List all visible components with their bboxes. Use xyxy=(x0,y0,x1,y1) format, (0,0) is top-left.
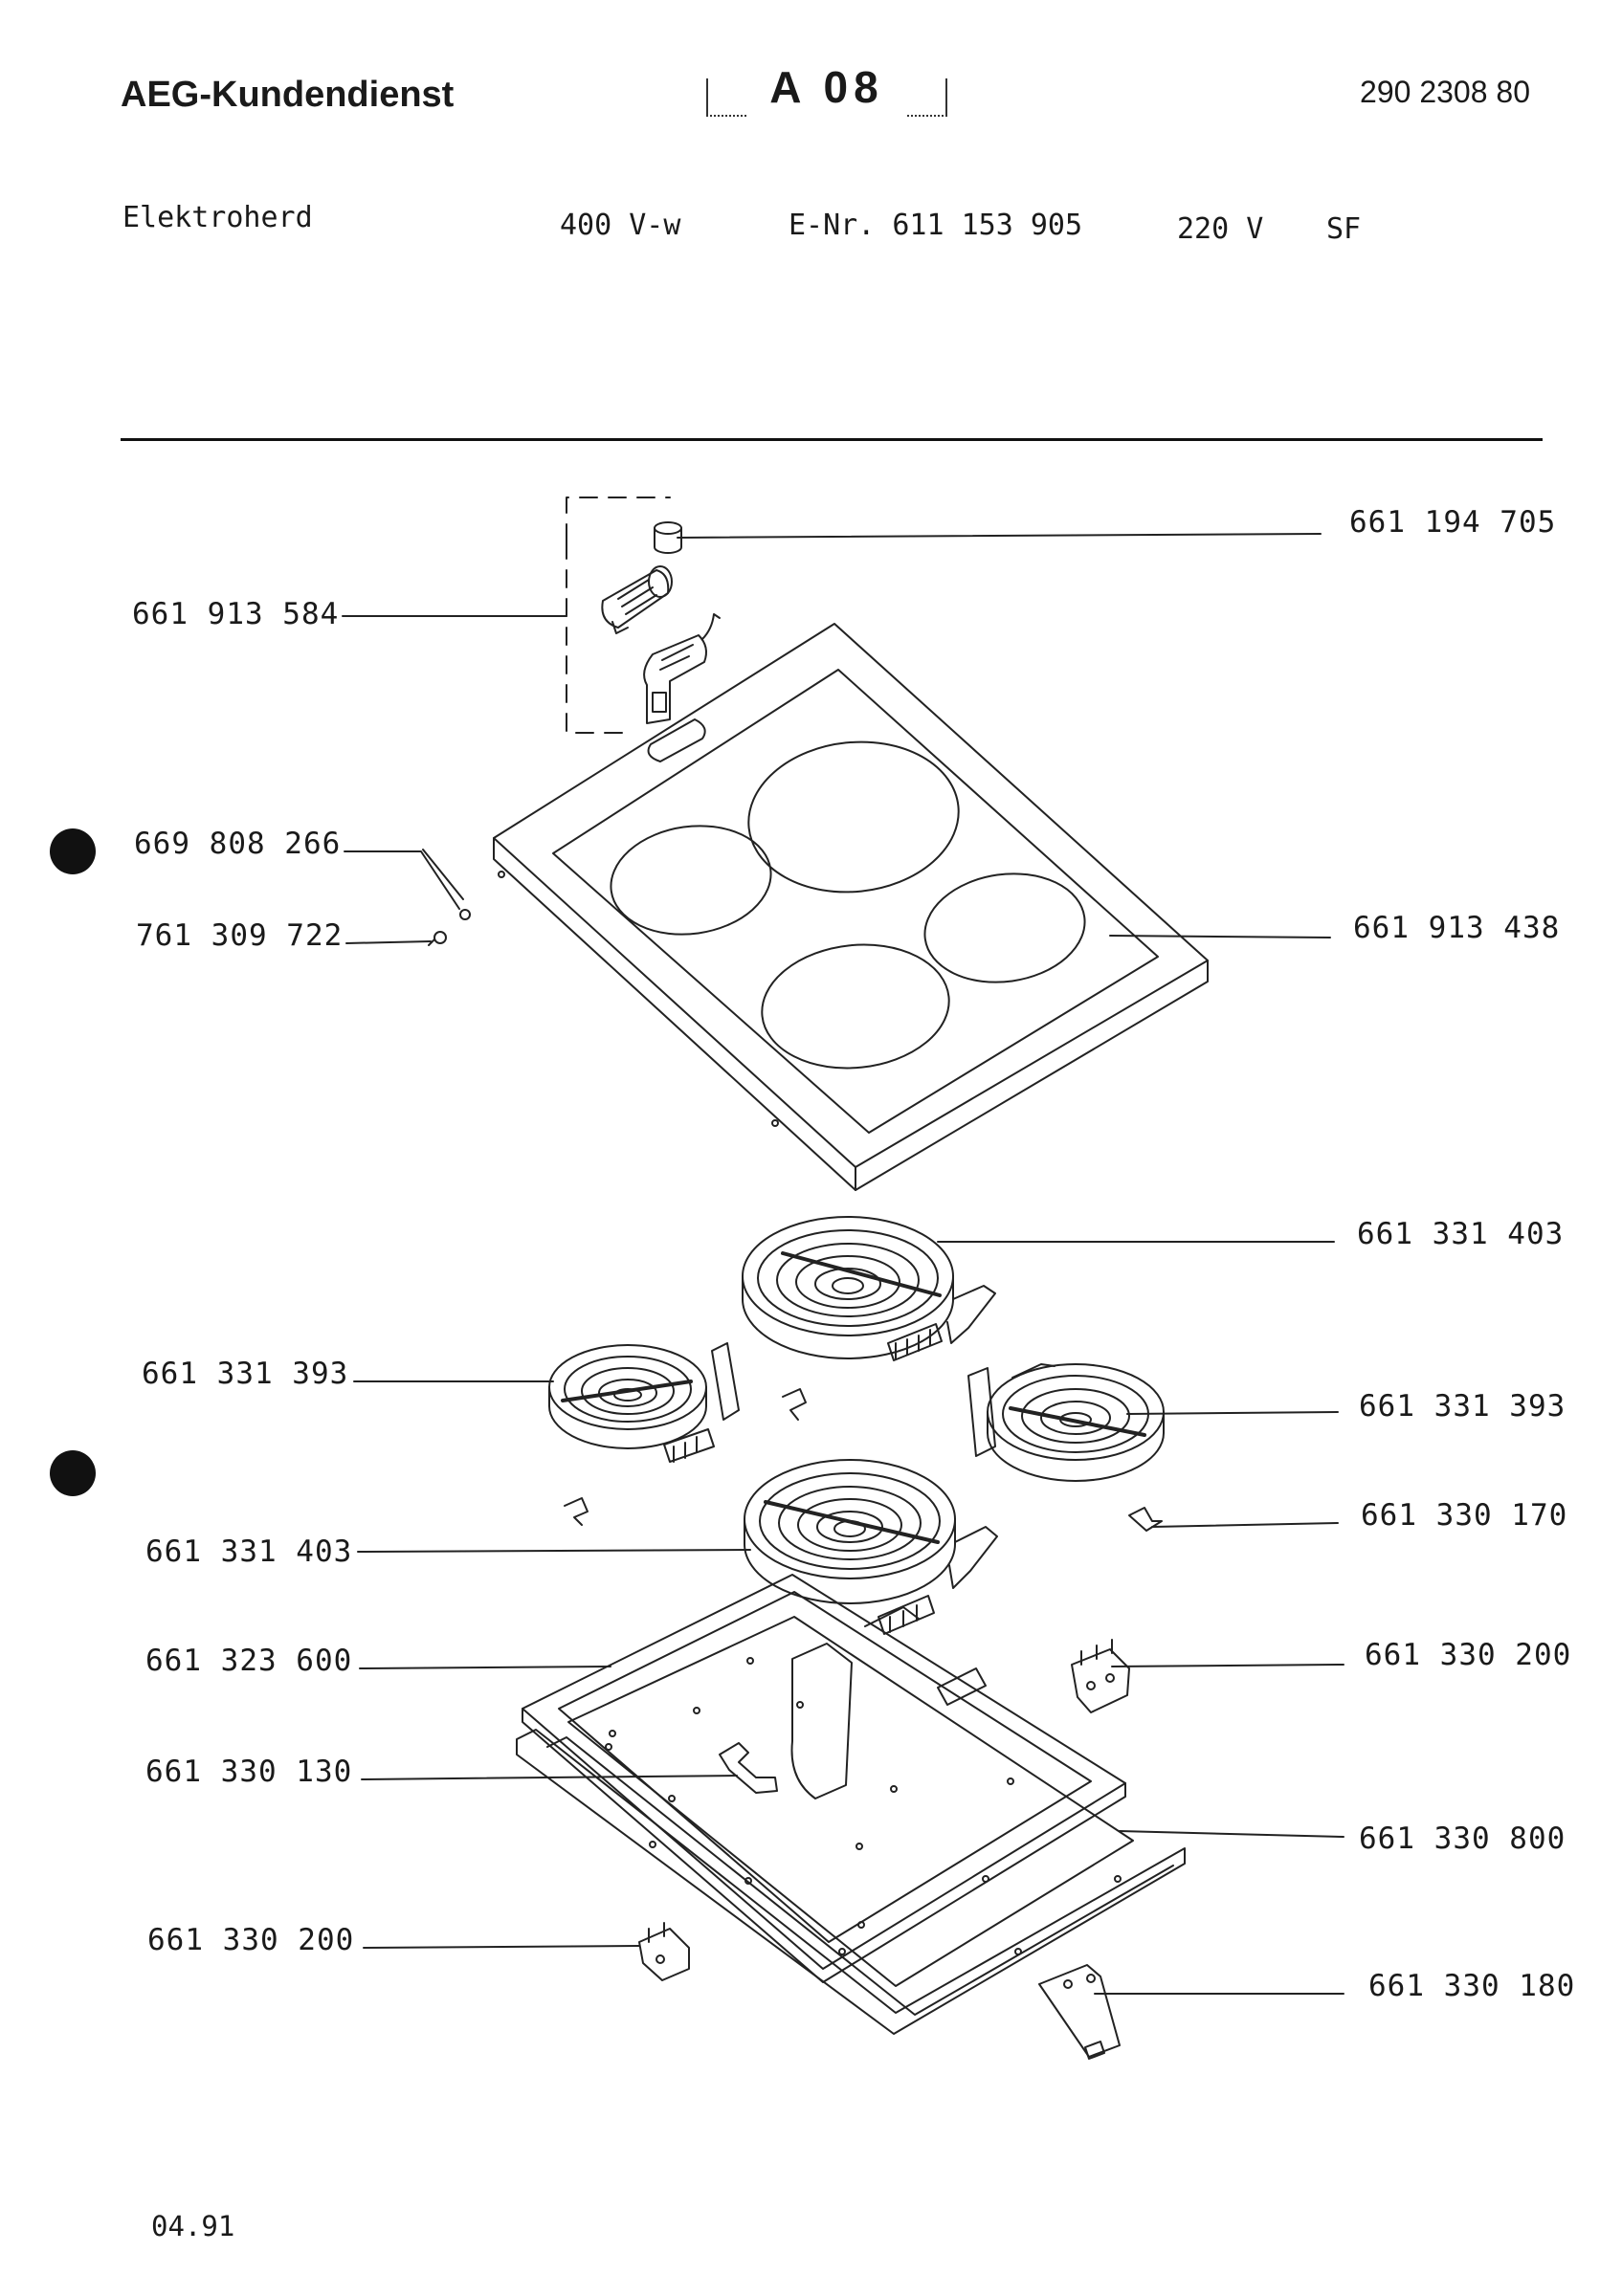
leader-lines xyxy=(342,533,1344,1995)
part-label-terminal-block-right: 661 330 200 xyxy=(1365,1638,1572,1672)
large-element-rear-part xyxy=(742,1216,996,1361)
part-label-clip: 661 330 170 xyxy=(1361,1498,1568,1533)
screw-part xyxy=(428,931,447,946)
holder-part xyxy=(1038,1964,1121,2060)
switch-body-part xyxy=(601,565,673,634)
large-element-front-part xyxy=(744,1459,998,1635)
variant-code: SF xyxy=(1326,212,1362,246)
part-label-screw: 761 309 722 xyxy=(136,918,344,953)
small-element-left-part xyxy=(548,1342,740,1463)
voltage-aux: 220 V xyxy=(1177,212,1264,246)
part-label-ceramic-top: 661 913 438 xyxy=(1353,911,1561,945)
small-element-right-part xyxy=(967,1363,1165,1482)
ceramic-top-part xyxy=(493,623,1209,1191)
part-label-small-element-right: 661 331 393 xyxy=(1359,1389,1566,1424)
terminal-block-left-part xyxy=(638,1922,690,1981)
part-label-large-element-rear: 661 331 403 xyxy=(1357,1217,1565,1251)
voltage-main: 400 V-w xyxy=(560,209,681,242)
wire-part xyxy=(422,849,471,920)
sheet-code-box: A 08 xyxy=(706,57,947,124)
part-label-knob: 661 194 705 xyxy=(1349,505,1557,540)
switch-housing-part xyxy=(643,613,721,724)
sheet-code: A 08 xyxy=(769,62,884,112)
document-number: 290 2308 80 xyxy=(1360,75,1530,109)
header-rule xyxy=(121,438,1543,441)
part-label-large-element-front: 661 331 403 xyxy=(145,1534,353,1569)
switch-group-bracket xyxy=(566,497,671,734)
part-label-small-element-left: 661 331 393 xyxy=(142,1357,349,1391)
terminal-block-right-part xyxy=(1071,1639,1130,1713)
brand-title: AEG-Kundendienst xyxy=(121,75,455,115)
e-number: E-Nr. 611 153 905 xyxy=(789,209,1083,242)
knob-part xyxy=(654,521,682,554)
base-tray-part xyxy=(516,1606,1186,2035)
part-label-terminal-block-left: 661 330 200 xyxy=(147,1923,355,1957)
clip-part xyxy=(564,1388,1163,1532)
part-label-base-tray: 661 330 800 xyxy=(1359,1821,1566,1856)
bracket-part xyxy=(719,1742,778,1794)
marker-dot xyxy=(50,828,96,874)
part-label-holder: 661 330 180 xyxy=(1368,1969,1576,2003)
part-label-frame: 661 323 600 xyxy=(145,1644,353,1678)
footer-date: 04.91 xyxy=(151,2210,235,2242)
part-label-switch-assembly: 661 913 584 xyxy=(132,597,340,631)
part-label-wire: 669 808 266 xyxy=(134,827,342,861)
part-label-bracket: 661 330 130 xyxy=(145,1755,353,1789)
product-name: Elektroherd xyxy=(122,201,313,234)
marker-dot xyxy=(50,1450,96,1496)
